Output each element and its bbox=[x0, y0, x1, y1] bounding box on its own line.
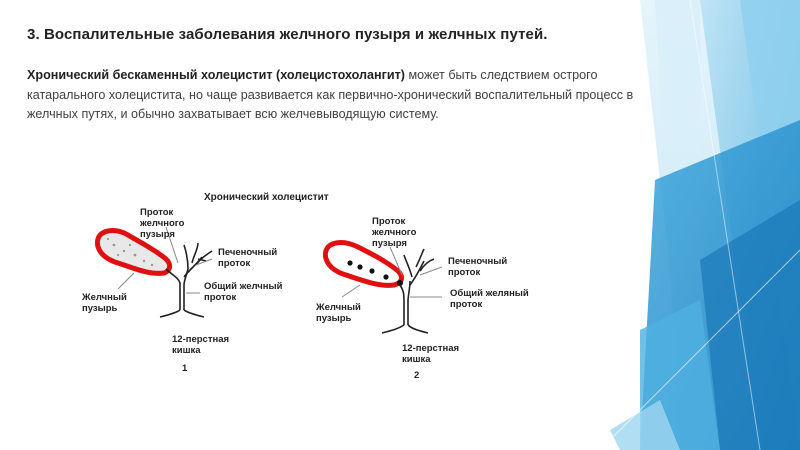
duct-label-2-l3: пузыря bbox=[372, 238, 407, 249]
duodenum-label-2-l2: кишка bbox=[402, 354, 431, 365]
common-label-2-l2: проток bbox=[450, 299, 482, 310]
gallbladder-2 bbox=[322, 240, 404, 288]
paragraph-bold-lead: Хронический бескаменный холецистит (холе… bbox=[27, 68, 406, 82]
hepatic-label-2-l1: Печеночный bbox=[448, 256, 507, 267]
label-leaders-2 bbox=[341, 246, 443, 298]
hepatic-label-2-l2: проток bbox=[448, 267, 480, 278]
slide-title: 3. Воспалительные заболевания желчного п… bbox=[27, 26, 548, 43]
hepatic-label-1-l1: Печеночный bbox=[218, 247, 277, 258]
bile-ducts-2 bbox=[381, 248, 435, 334]
figure-title: Хронический холецистит bbox=[204, 192, 329, 203]
gallbladder-label-2-l2: пузырь bbox=[316, 313, 352, 324]
label-leaders-1 bbox=[117, 226, 213, 294]
gallbladder-label-2-l1: Желчный bbox=[315, 302, 361, 313]
common-label-2-l1: Общий желяный bbox=[450, 288, 529, 299]
duodenum-label-2-l1: 12-перстная bbox=[402, 343, 459, 354]
diagram-number-1: 1 bbox=[182, 363, 188, 374]
common-label-1-l2: проток bbox=[204, 292, 236, 303]
gallbladder-1 bbox=[94, 228, 173, 276]
duct-label-2-l1: Проток bbox=[372, 216, 406, 227]
gallstones bbox=[347, 260, 403, 286]
slide-paragraph: Хронический бескаменный холецистит (холе… bbox=[27, 66, 637, 125]
gallbladder-1-texture bbox=[106, 237, 154, 267]
hepatic-label-1-l2: проток bbox=[218, 258, 250, 269]
duct-label-2-l2: желчного bbox=[371, 227, 417, 238]
common-label-1-l1: Общий желчный bbox=[204, 281, 283, 292]
duct-label-1-l3: пузыря bbox=[140, 229, 175, 240]
diagram-1: Проток желчного пузыря Печеночный проток… bbox=[81, 207, 283, 374]
duodenum-label-1-l1: 12-перстная bbox=[172, 334, 229, 345]
paragraph-rest: может быть следствием острого катарально… bbox=[27, 68, 634, 121]
diagram-number-2: 2 bbox=[414, 370, 419, 381]
duct-label-1-l1: Проток bbox=[140, 207, 174, 218]
duct-label-1-l2: желчного bbox=[139, 218, 185, 229]
gallbladder-label-1-l1: Желчный bbox=[81, 292, 127, 303]
diagram-2: Проток желчного пузыря Печеночный проток… bbox=[315, 216, 529, 381]
cholecystitis-figure: Хронический холецистит bbox=[81, 192, 529, 381]
gallbladder-label-1-l2: пузырь bbox=[82, 303, 118, 314]
bile-ducts-1 bbox=[159, 242, 213, 318]
duodenum-label-1-l2: кишка bbox=[172, 345, 201, 356]
